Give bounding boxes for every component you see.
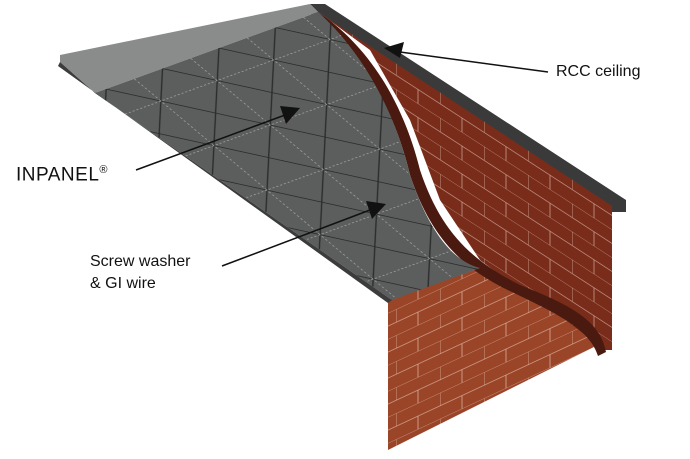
inpanel-label: INPANEL®: [16, 160, 108, 185]
gi-wire-label: & GI wire: [90, 275, 156, 292]
inpanel-panel: [95, 12, 480, 300]
brick-wall-side: [318, 12, 612, 350]
rcc-ceiling-slab: [310, 4, 626, 212]
inpanel-label-text: INPANEL: [16, 164, 100, 186]
screw-arrow: [221, 201, 386, 267]
inpanel-rim: [60, 4, 318, 93]
inpanel-edge: [58, 62, 392, 303]
registered-mark: ®: [99, 164, 109, 176]
screw-washer-label: Screw washer: [90, 253, 191, 270]
brick-wall-front: [388, 268, 598, 450]
rcc-ceiling-label: RCC ceiling: [556, 63, 641, 80]
inpanel-profile-curve: [310, 12, 606, 356]
inpanel-arrow: [135, 106, 300, 171]
rcc-arrow: [384, 42, 549, 73]
